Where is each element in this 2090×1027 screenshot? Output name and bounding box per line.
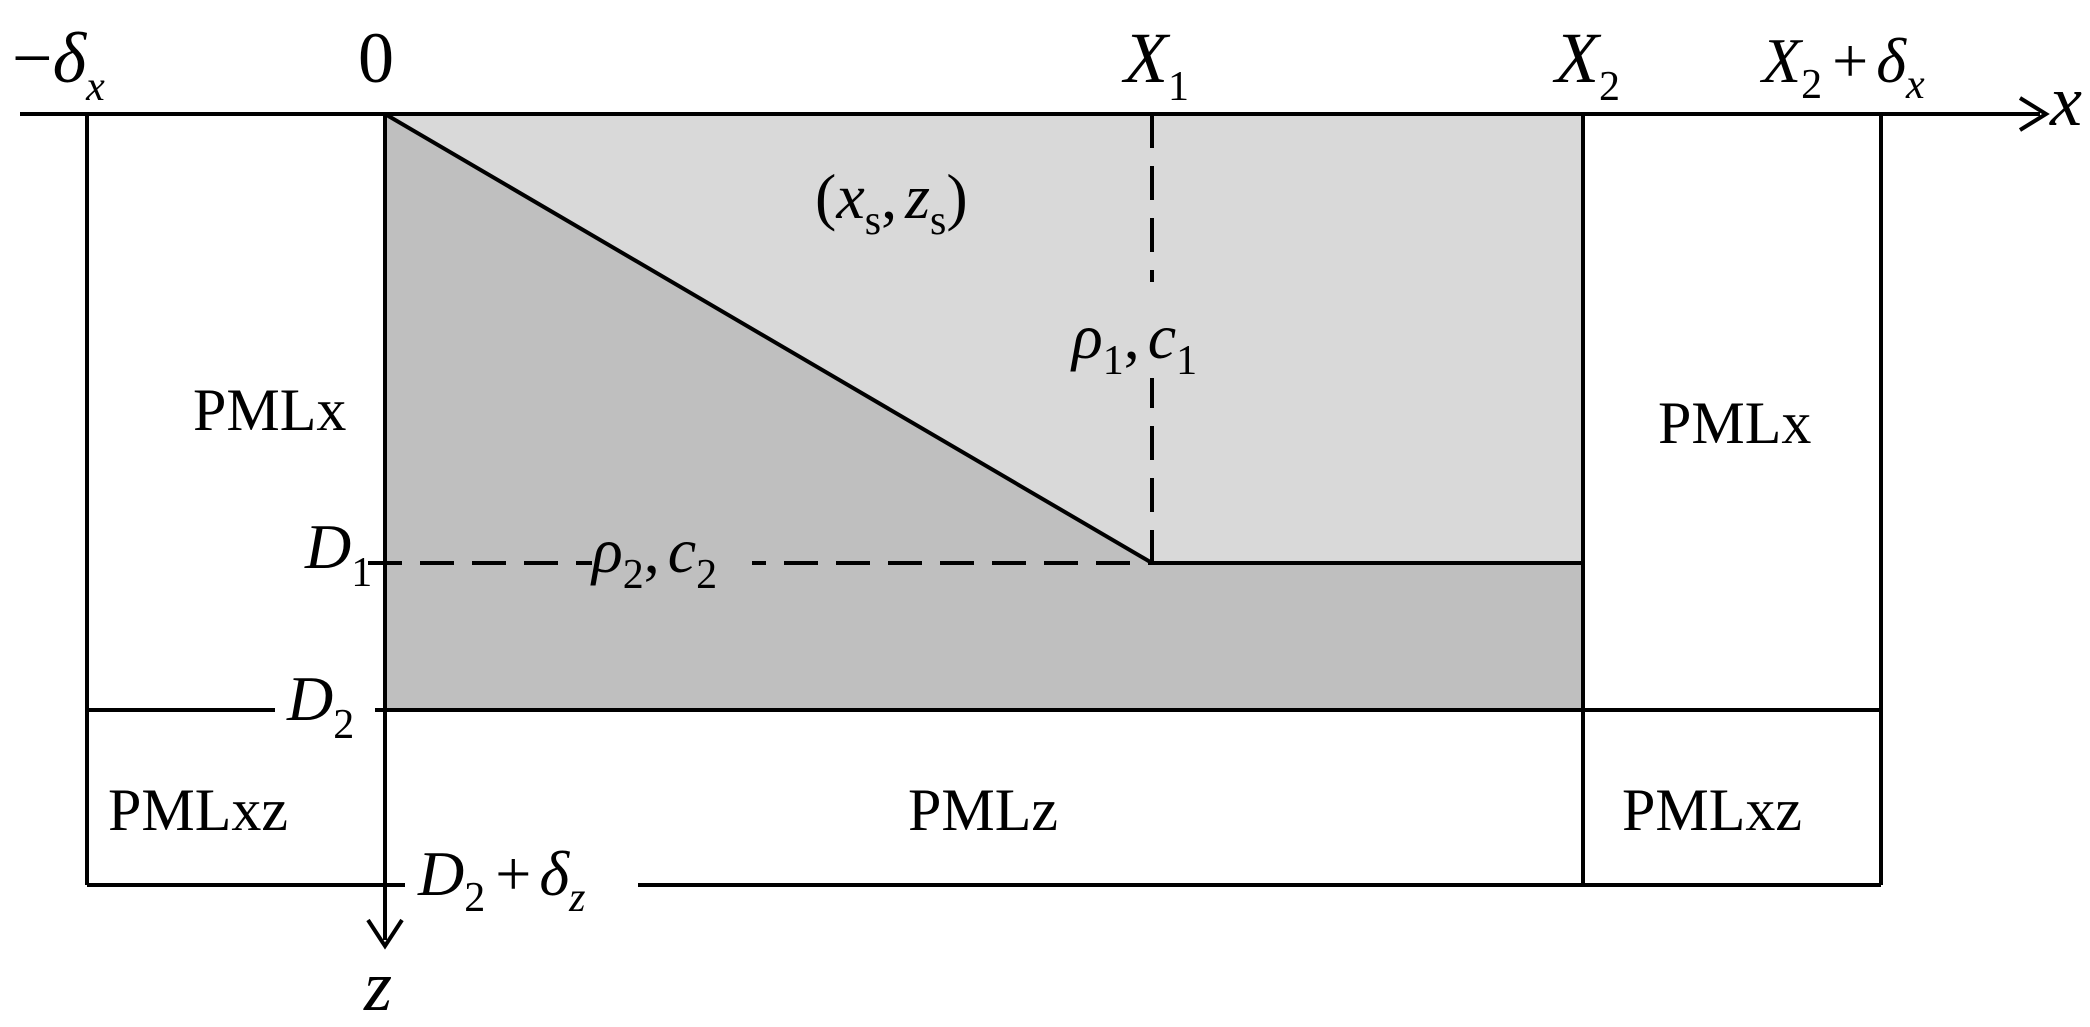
z-axis-label: z xyxy=(363,946,392,1026)
x-axis-arrowhead xyxy=(2018,96,2050,132)
tick-zero: 0 xyxy=(358,18,394,98)
medium2-label: ρ2,c2 xyxy=(590,515,717,598)
medium1-label-backdrop xyxy=(1072,282,1222,378)
medium2-label-backdrop xyxy=(592,528,752,598)
bottom-right-pml-label: PMLxz xyxy=(1622,777,1802,843)
source-position-label: (xs,zs) xyxy=(815,161,968,244)
tick-neg-delta-x: −δx xyxy=(12,18,105,110)
bottom-left-pml-label: PMLxz xyxy=(108,777,288,843)
tick-d1: D1 xyxy=(304,511,372,596)
left-pml-label: PMLx xyxy=(193,377,346,443)
right-pml-label: PMLx xyxy=(1658,390,1811,456)
tick-x2: X2 xyxy=(1552,18,1620,110)
tick-x2-plus-delta-x: X2+δx xyxy=(1759,25,1925,108)
medium1-label: ρ1,c1 xyxy=(1070,301,1197,384)
tick-d2: D2 xyxy=(286,663,354,748)
z-axis-arrowhead xyxy=(366,918,404,950)
tick-x1: X1 xyxy=(1121,18,1189,110)
bottom-pml-label: PMLz xyxy=(908,777,1058,843)
sloped-interface xyxy=(383,112,1154,565)
x-axis-label: x xyxy=(2049,61,2082,141)
upper-medium-region xyxy=(385,114,1583,563)
tick-d2-plus-delta-z: D2+δz xyxy=(417,838,585,921)
